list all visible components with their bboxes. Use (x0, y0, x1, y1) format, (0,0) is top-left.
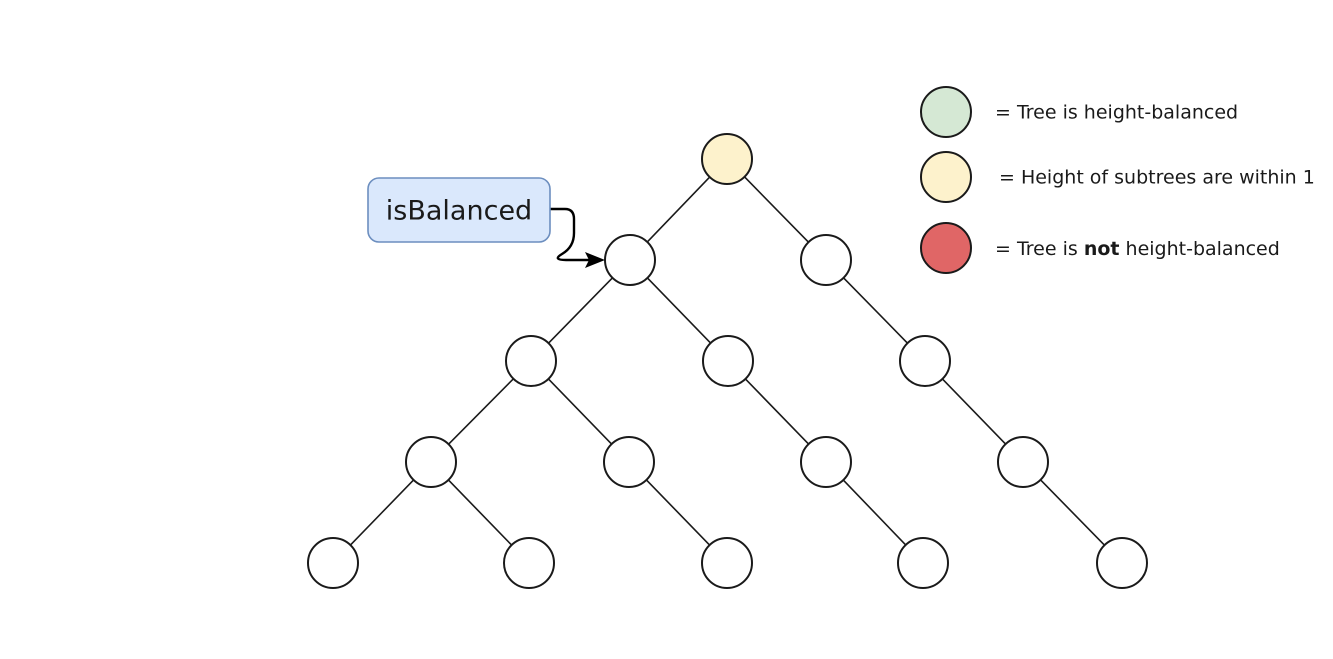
callout-label: isBalanced (386, 196, 532, 227)
legend-within-one-swatch-icon (920, 151, 972, 203)
tree-edge (547, 277, 614, 344)
tree-nodes-group (307, 133, 1148, 589)
tree-node-n4-b[interactable] (503, 537, 555, 589)
isbalanced-callout[interactable]: isBalanced (367, 177, 551, 243)
callout-box-rect (367, 177, 551, 243)
legend-balanced-swatch-icon (920, 86, 972, 138)
tree-node-n1-left[interactable] (604, 234, 656, 286)
legend-balanced-label: = Tree is height-balanced (995, 102, 1238, 124)
tree-node-n4-d[interactable] (897, 537, 949, 589)
tree-edge (941, 378, 1007, 445)
tree-node-n2-c[interactable] (899, 335, 951, 387)
tree-edge (744, 378, 810, 445)
callout-arrow-path (548, 207, 594, 262)
callout-arrow-head-icon (585, 252, 605, 268)
tree-edge (842, 479, 907, 546)
tree-edge (1039, 479, 1106, 546)
legend-within-one-label: = Height of subtrees are within 1 (999, 167, 1315, 189)
tree-edge (448, 378, 514, 445)
tree-node-n3-d[interactable] (997, 436, 1049, 488)
tree-edge (645, 479, 711, 546)
tree-edge (646, 277, 712, 344)
legend-not-balanced[interactable]: = Tree is not height-balanced (920, 222, 1280, 274)
tree-edge (349, 479, 415, 546)
tree-node-n4-a[interactable] (307, 537, 359, 589)
tree-node-n1-right[interactable] (800, 234, 852, 286)
legend-balanced[interactable]: = Tree is height-balanced (920, 86, 1238, 138)
legend-not-balanced-label: = Tree is not height-balanced (995, 238, 1280, 260)
legend-not-balanced-swatch-icon (920, 222, 972, 274)
tree-edge (447, 479, 513, 546)
tree-node-n2-a[interactable] (505, 335, 557, 387)
legend-within-one[interactable]: = Height of subtrees are within 1 (920, 151, 1315, 203)
tree-node-n3-b[interactable] (603, 436, 655, 488)
tree-edge (646, 176, 711, 243)
tree-edge (547, 378, 613, 445)
legend-group: = Tree is height-balanced = Height of sub… (920, 86, 1315, 274)
tree-node-root[interactable] (701, 133, 753, 185)
tree-node-n3-c[interactable] (800, 436, 852, 488)
tree-edge (842, 277, 909, 344)
tree-node-n4-c[interactable] (701, 537, 753, 589)
tree-edges-group (349, 176, 1106, 546)
tree-node-n3-a[interactable] (405, 436, 457, 488)
tree-node-n4-e[interactable] (1096, 537, 1148, 589)
callout-connector-group (548, 207, 605, 268)
tree-edge (743, 176, 810, 243)
tree-node-n2-b[interactable] (702, 335, 754, 387)
